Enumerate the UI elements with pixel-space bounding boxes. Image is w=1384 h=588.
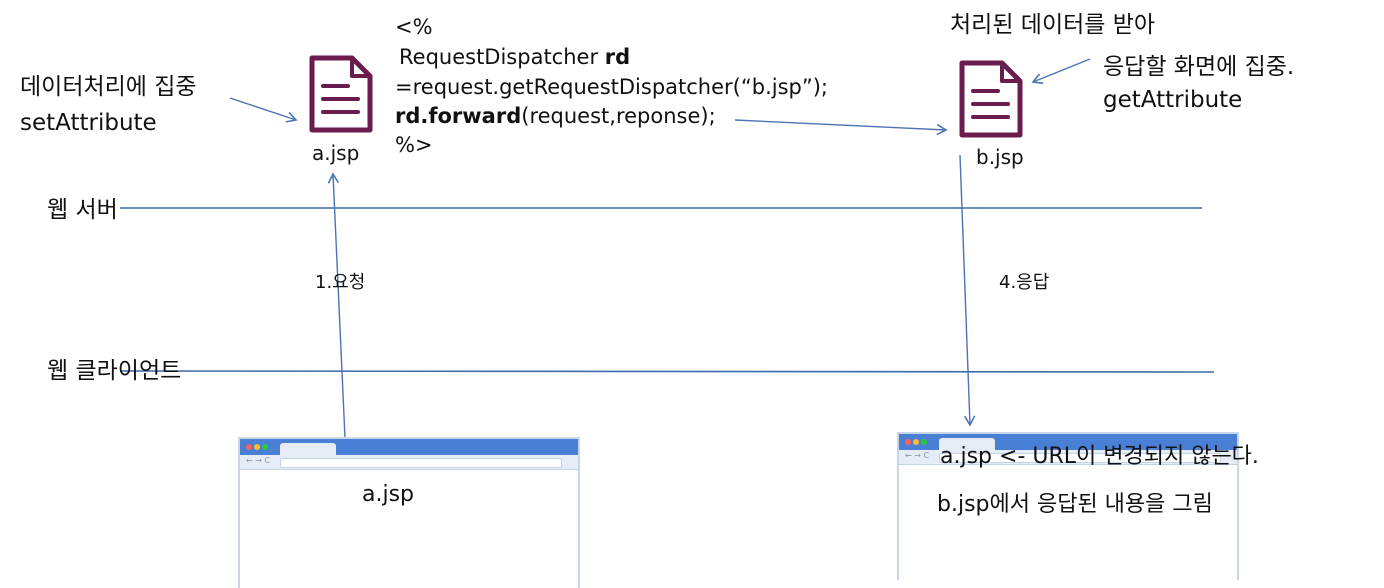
a-jsp-label: a.jsp: [312, 141, 360, 165]
browser-b-content-note: b.jsp에서 응답된 내용을 그림: [937, 492, 1213, 517]
response-arrow: [959, 154, 976, 427]
right-note-method: getAttribute: [1103, 87, 1243, 113]
browser-toolbar: ← → C: [240, 455, 578, 470]
web-client-label: 웹 클라이언트: [47, 358, 182, 384]
code-close-tag: %>: [395, 133, 433, 157]
address-bar: [280, 458, 562, 468]
request-arrow: [327, 172, 346, 439]
browser-window-b: ← → C: [897, 432, 1239, 580]
browser-tab: [939, 438, 995, 450]
browser-window-a: ← → C a.jsp: [238, 437, 580, 588]
close-dot-icon: [246, 444, 252, 450]
code-declaration: RequestDispatcher rd: [399, 45, 631, 69]
left-note-title: 데이터처리에 집중: [20, 74, 197, 100]
minimize-dot-icon: [254, 444, 260, 450]
browser-titlebar: [899, 434, 1237, 450]
address-bar: [939, 453, 1221, 463]
maximize-dot-icon: [921, 439, 927, 445]
web-server-label: 웹 서버: [47, 197, 118, 223]
nav-buttons-icon: ← → C: [246, 456, 271, 465]
right-note-subtitle: 응답할 화면에 집중.: [1103, 54, 1295, 80]
right-note-title: 처리된 데이터를 받아: [950, 12, 1156, 38]
web-client-line: [119, 370, 1215, 373]
nav-buttons-icon: ← → C: [905, 451, 930, 460]
browser-tab: [280, 443, 336, 455]
minimize-dot-icon: [913, 439, 919, 445]
browser-a-content-label: a.jsp: [362, 482, 415, 507]
left-note-method: setAttribute: [20, 110, 157, 136]
maximize-dot-icon: [262, 444, 268, 450]
code-open-tag: <%: [395, 15, 433, 39]
browser-titlebar: [240, 439, 578, 455]
browser-toolbar: ← → C: [899, 450, 1237, 465]
right-note-arrow: [1031, 58, 1091, 85]
left-note-arrow: [229, 97, 298, 123]
b-jsp-label: b.jsp: [976, 145, 1024, 169]
b-jsp-document-icon: [959, 60, 1023, 138]
forward-arrow: [734, 119, 948, 136]
code-forward: rd.forward(request,reponse);: [395, 104, 716, 128]
a-jsp-document-icon: [309, 55, 373, 133]
browser-b-url-note: a.jsp <- URL이 변경되지 않는다.: [940, 444, 1259, 469]
response-step-label: 4.응답: [999, 272, 1050, 293]
request-step-label: 1.요청: [315, 272, 366, 293]
close-dot-icon: [905, 439, 911, 445]
code-get-dispatcher: =request.getRequestDispatcher(“b.jsp”);: [395, 75, 829, 99]
